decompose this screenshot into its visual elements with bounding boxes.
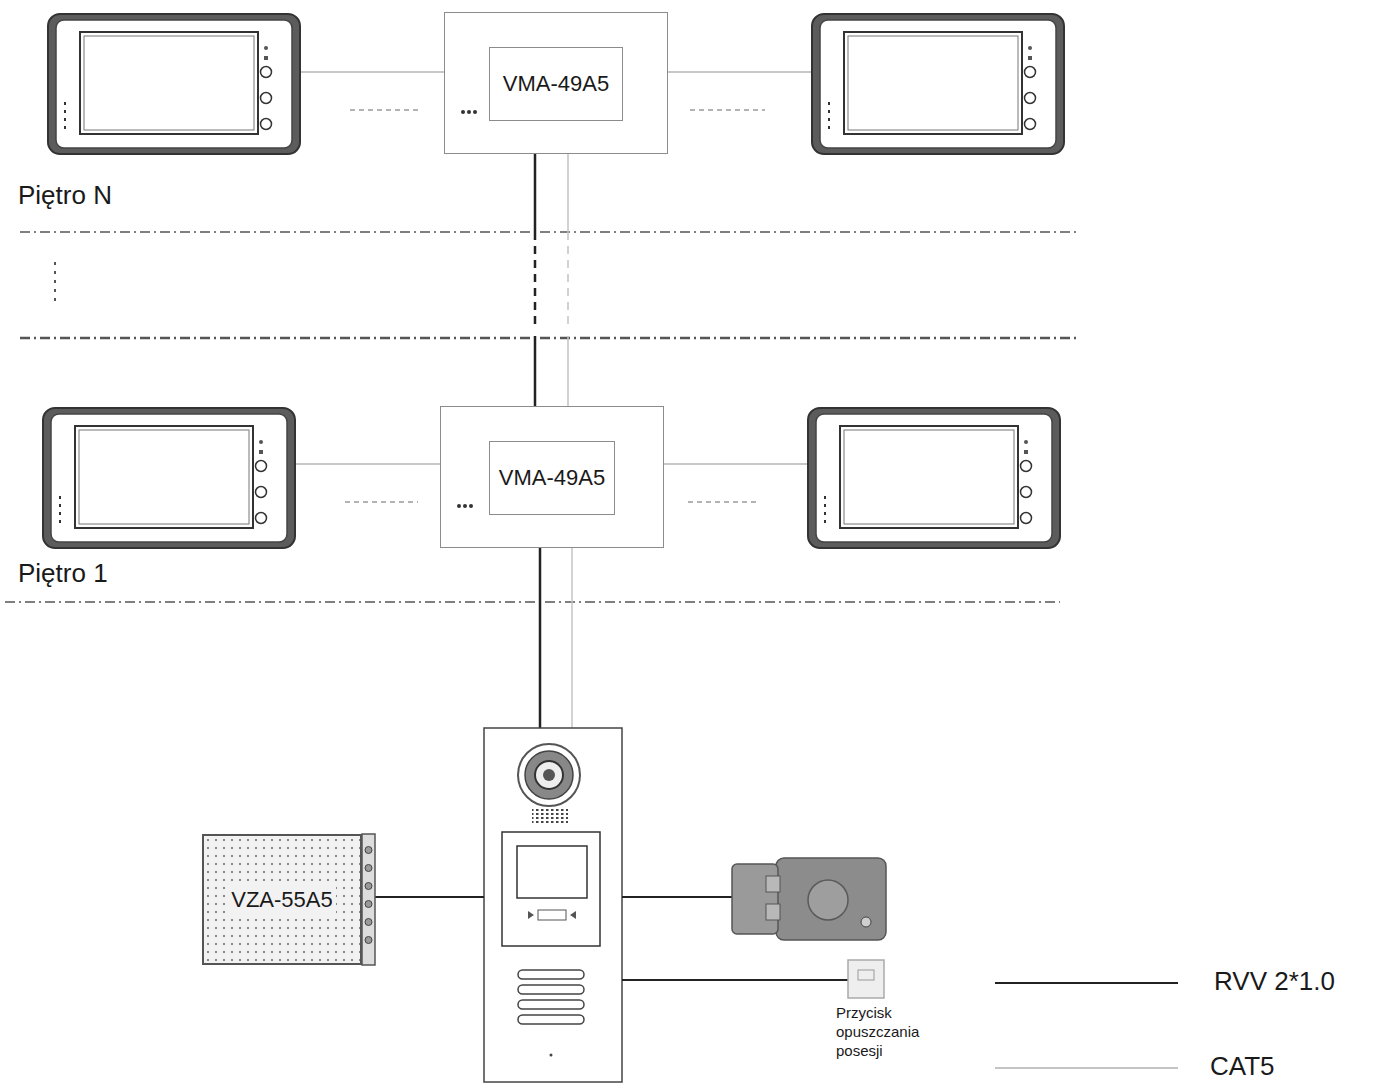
- exit-button: Przycisk opuszczania posesji: [836, 958, 948, 1060]
- door-station: [535, 761, 563, 789]
- button-caption: Przycisk opuszczania posesji: [836, 1003, 948, 1060]
- power-supply: VZA-55A5: [202, 834, 362, 965]
- floor-separator: [20, 231, 1078, 233]
- further-monitors-wire: [690, 109, 765, 111]
- video-monitor: [812, 14, 1064, 154]
- more-floors-dots: [54, 271, 56, 274]
- button-wire: [622, 979, 848, 981]
- floor-label: Piętro 1: [18, 558, 108, 589]
- door-station: [518, 744, 580, 806]
- more-floors-dots: [54, 289, 56, 292]
- indicator-dot: [457, 504, 461, 508]
- door-station: [502, 832, 600, 946]
- power-wire: [375, 896, 484, 898]
- electric-lock: [732, 864, 778, 934]
- door-station: [532, 808, 568, 824]
- floor-separator: [5, 601, 1060, 603]
- monitor-wire: [664, 463, 808, 465]
- door-station: [550, 1054, 553, 1057]
- indicator-dots: [461, 109, 481, 115]
- legend-text: RVV 2*1.0: [1214, 966, 1335, 997]
- more-floors-dots: [54, 298, 56, 301]
- riser-adapter: VMA-49A5: [444, 12, 668, 154]
- button-symbol: [846, 958, 886, 1000]
- door-station: [538, 910, 566, 920]
- legend-sample-cat5: [995, 1067, 1178, 1069]
- terminal-strip: [365, 847, 372, 854]
- electric-lock: [808, 880, 848, 920]
- indicator-dot: [461, 110, 465, 114]
- further-monitors-wire: [688, 501, 760, 503]
- riser-wire: [539, 548, 542, 728]
- keypad: [518, 985, 584, 994]
- device-label: VZA-55A5: [228, 887, 336, 913]
- terminal-strip: [365, 937, 372, 944]
- video-monitor: [808, 408, 1060, 548]
- further-monitors-wire: [350, 109, 420, 111]
- terminal-strip: [365, 901, 372, 908]
- keypad: [518, 970, 584, 979]
- door-station: [543, 769, 555, 781]
- keypad: [518, 1000, 584, 1009]
- monitor-wire: [300, 71, 444, 73]
- door-station: [525, 751, 573, 799]
- terminal-strip: [362, 834, 375, 965]
- more-floors-dots: [54, 280, 56, 283]
- electric-lock: [766, 876, 780, 892]
- device-label: VMA-49A5: [499, 465, 605, 491]
- electric-lock: [776, 858, 886, 940]
- riser-adapter: VMA-49A5: [440, 406, 664, 548]
- further-monitors-wire: [345, 501, 418, 503]
- keypad: [518, 970, 584, 1024]
- riser-wire: [540, 548, 572, 728]
- riser-wire: [571, 548, 573, 728]
- device-label: VMA-49A5: [503, 71, 609, 97]
- more-floors-dots: [54, 262, 56, 301]
- cable-connector: [534, 154, 537, 406]
- door-station: [484, 728, 622, 1082]
- door-station: [570, 911, 576, 919]
- cable-connector: [567, 154, 569, 406]
- door-station: [484, 728, 622, 1082]
- electric-lock: [732, 858, 886, 940]
- terminal-strip: [365, 865, 372, 872]
- indicator-dots: [457, 503, 477, 509]
- video-monitor: [43, 408, 295, 548]
- indicator-dot: [467, 110, 471, 114]
- label-panel: VMA-49A5: [489, 441, 615, 515]
- terminal-strip: [365, 919, 372, 926]
- electric-lock: [766, 904, 780, 920]
- button-plate: [848, 960, 884, 998]
- button-key: [858, 970, 874, 980]
- floor-separator: [20, 337, 1078, 340]
- monitor-wire: [668, 71, 812, 73]
- lock-wire: [622, 896, 732, 898]
- label-panel: VMA-49A5: [489, 47, 623, 121]
- floor-separator: [5, 232, 1078, 602]
- electric-lock: [861, 917, 871, 927]
- door-station: [528, 911, 534, 919]
- terminal-strip: [365, 883, 372, 890]
- keypad: [518, 1015, 584, 1024]
- terminal-strip: [362, 834, 375, 965]
- legend-sample-rvv: [995, 982, 1178, 984]
- more-floors-dots: [54, 262, 56, 265]
- indicator-dot: [473, 110, 477, 114]
- monitor-wire: [295, 463, 440, 465]
- legend-text: CAT5: [1210, 1051, 1275, 1082]
- door-station: [517, 846, 587, 898]
- video-monitor: [48, 14, 300, 154]
- indicator-dot: [463, 504, 467, 508]
- indicator-dot: [469, 504, 473, 508]
- floor-label: Piętro N: [18, 180, 112, 211]
